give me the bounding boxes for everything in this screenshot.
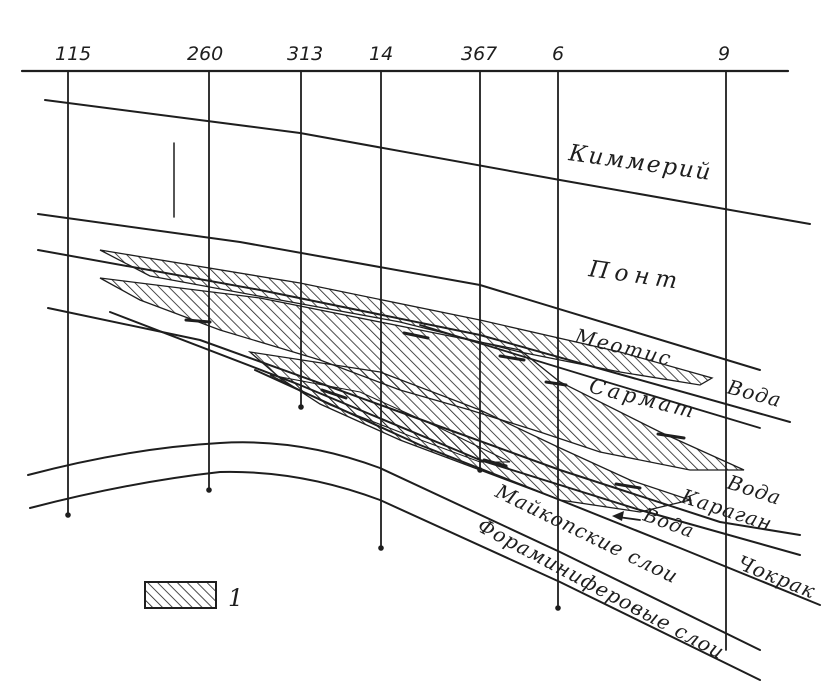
well-numbers: 115 260 313 14 367 6 9	[55, 43, 730, 65]
well-bottom-313	[298, 404, 304, 410]
boundary-pont-base	[37, 249, 791, 423]
legend-label: 1	[228, 584, 243, 612]
well-number-9: 9	[718, 43, 730, 65]
label-pont: Понт	[586, 256, 685, 295]
water-arrow	[612, 511, 641, 521]
boundary-pont-top	[37, 213, 761, 371]
legend: 1	[144, 581, 243, 612]
legend-hatch-swatch	[144, 581, 217, 609]
boundary-maykop-base	[29, 470, 761, 681]
interval-mark	[614, 482, 642, 490]
well-bottom-260	[206, 487, 212, 493]
well-number-6: 6	[552, 43, 564, 65]
interval-mark	[402, 331, 430, 340]
well-bottom-115	[65, 512, 71, 518]
well-number-115: 115	[55, 43, 91, 65]
interval-mark	[656, 432, 686, 440]
well-bores	[65, 70, 727, 651]
well-bottom-14	[378, 545, 384, 551]
label-chokrak: Чокрак	[734, 550, 819, 603]
arrow-head-icon	[612, 511, 624, 521]
well-bottom-6	[555, 605, 561, 611]
well-number-313: 313	[287, 43, 323, 65]
interval-marks	[184, 318, 686, 490]
well-bottom-367	[477, 467, 483, 473]
interval-mark	[320, 388, 348, 400]
interval-mark	[544, 380, 568, 387]
interval-mark	[482, 458, 508, 468]
well-number-367: 367	[461, 43, 497, 65]
hatched-bodies	[99, 249, 745, 513]
interval-mark	[498, 354, 526, 362]
well-number-14: 14	[369, 43, 393, 65]
interval-mark	[184, 318, 212, 324]
label-kimmeriy: Киммерий	[566, 140, 714, 186]
boundary-kimmeriy-base	[44, 99, 811, 225]
well-number-260: 260	[187, 43, 223, 65]
hatched-body-upper	[99, 249, 714, 386]
boundary-maykop-top	[27, 441, 761, 651]
